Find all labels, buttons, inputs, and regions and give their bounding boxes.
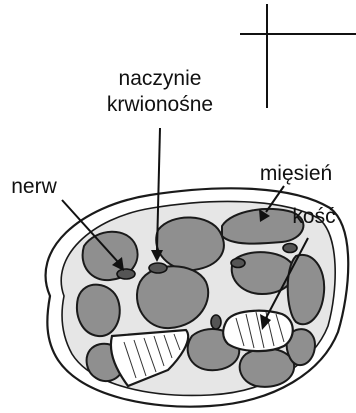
blood-vessel: [211, 315, 221, 329]
muscle-bundle: [240, 349, 294, 387]
vessel-label-line2: krwionośne: [107, 93, 213, 116]
muscle-bundle: [156, 217, 224, 270]
crosshair-mark: [240, 4, 356, 108]
nerve-label: nerw: [11, 175, 57, 198]
muscle-label: mięsień: [260, 162, 332, 185]
vessel-label-line1: naczynie: [119, 67, 202, 90]
muscle-bundle: [77, 285, 120, 336]
blood-vessel: [283, 244, 297, 253]
bone-right: [223, 311, 293, 351]
blood-vessel: [231, 259, 245, 268]
nerve-fiber: [117, 269, 135, 279]
blood-vessel: [149, 263, 167, 273]
bone-label: kość: [292, 205, 335, 228]
